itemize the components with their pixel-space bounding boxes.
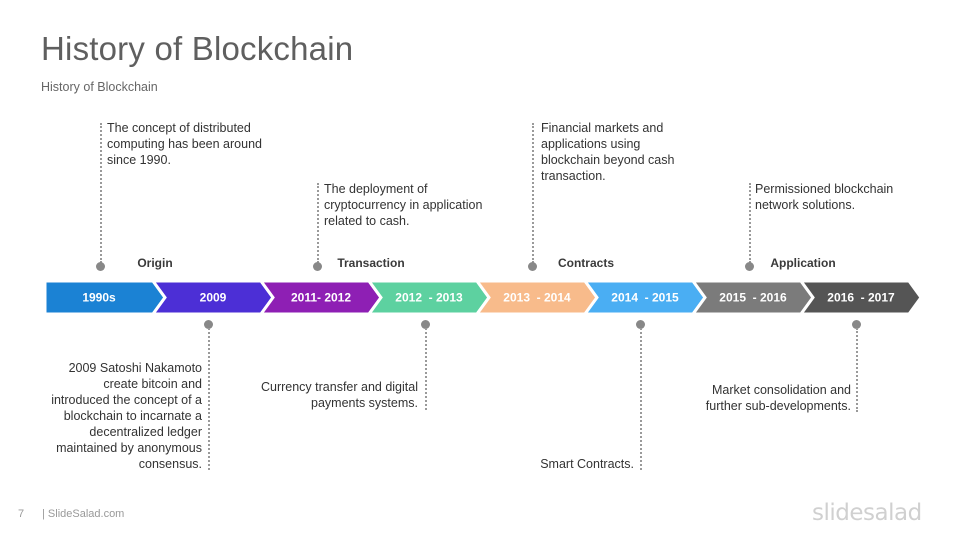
timeline-segment-label: 2014 - 2015 <box>611 291 679 305</box>
connector-above-2015 <box>749 183 751 263</box>
note-2016-2017: Market consolidation and further sub-dev… <box>705 383 851 413</box>
slide-subtitle: History of Blockchain <box>41 80 158 94</box>
note-2014-2015: Smart Contracts. <box>540 457 634 471</box>
connector-above-1990s <box>100 123 102 263</box>
slidesalad-logo: slidesalad <box>812 500 922 526</box>
note-2015-2016: Permissioned blockchain network solution… <box>755 182 894 212</box>
note-2013-2014: Financial markets and applications using… <box>541 121 675 183</box>
slide-title: History of Blockchain <box>41 30 354 67</box>
marker-dot <box>636 320 645 329</box>
connector-below-2016 <box>856 328 858 412</box>
marker-dot <box>421 320 430 329</box>
connector-below-2014 <box>640 328 642 470</box>
timeline-segment <box>798 279 923 316</box>
timeline-segment-label: 2015 - 2016 <box>719 291 787 305</box>
phase-transaction: Transaction <box>337 256 405 270</box>
timeline-segment-label: 1990s <box>82 291 116 305</box>
connector-below-2009 <box>208 328 210 470</box>
marker-dot <box>745 262 754 271</box>
phase-origin: Origin <box>137 256 173 270</box>
connector-below-2012 <box>425 328 427 410</box>
note-2011-2012: The deployment of cryptocurrency in appl… <box>324 182 483 228</box>
marker-dot <box>96 262 105 271</box>
timeline-segment-label: 2009 <box>200 291 227 305</box>
marker-dot <box>852 320 861 329</box>
timeline-segment-label: 2012 - 2013 <box>395 291 463 305</box>
phase-application: Application <box>770 256 836 270</box>
note-2012-2013: Currency transfer and digital payments s… <box>260 380 418 410</box>
note-2009: 2009 Satoshi Nakamoto create bitcoin and… <box>51 361 202 471</box>
timeline-segment-label: 2011- 2012 <box>291 291 351 305</box>
footer-site: | SlideSalad.com <box>42 508 125 520</box>
connector-above-2013 <box>532 123 534 263</box>
marker-dot <box>528 262 537 271</box>
marker-dot <box>313 262 322 271</box>
timeline-segment-label: 2016 - 2017 <box>827 291 895 305</box>
connector-above-2011 <box>317 183 319 263</box>
page-number: 7 <box>18 508 25 520</box>
phase-contracts: Contracts <box>557 256 614 270</box>
note-1990s: The concept of distributed computing has… <box>107 121 262 167</box>
marker-dot <box>204 320 213 329</box>
timeline-segment-label: 2013 - 2014 <box>503 291 571 305</box>
